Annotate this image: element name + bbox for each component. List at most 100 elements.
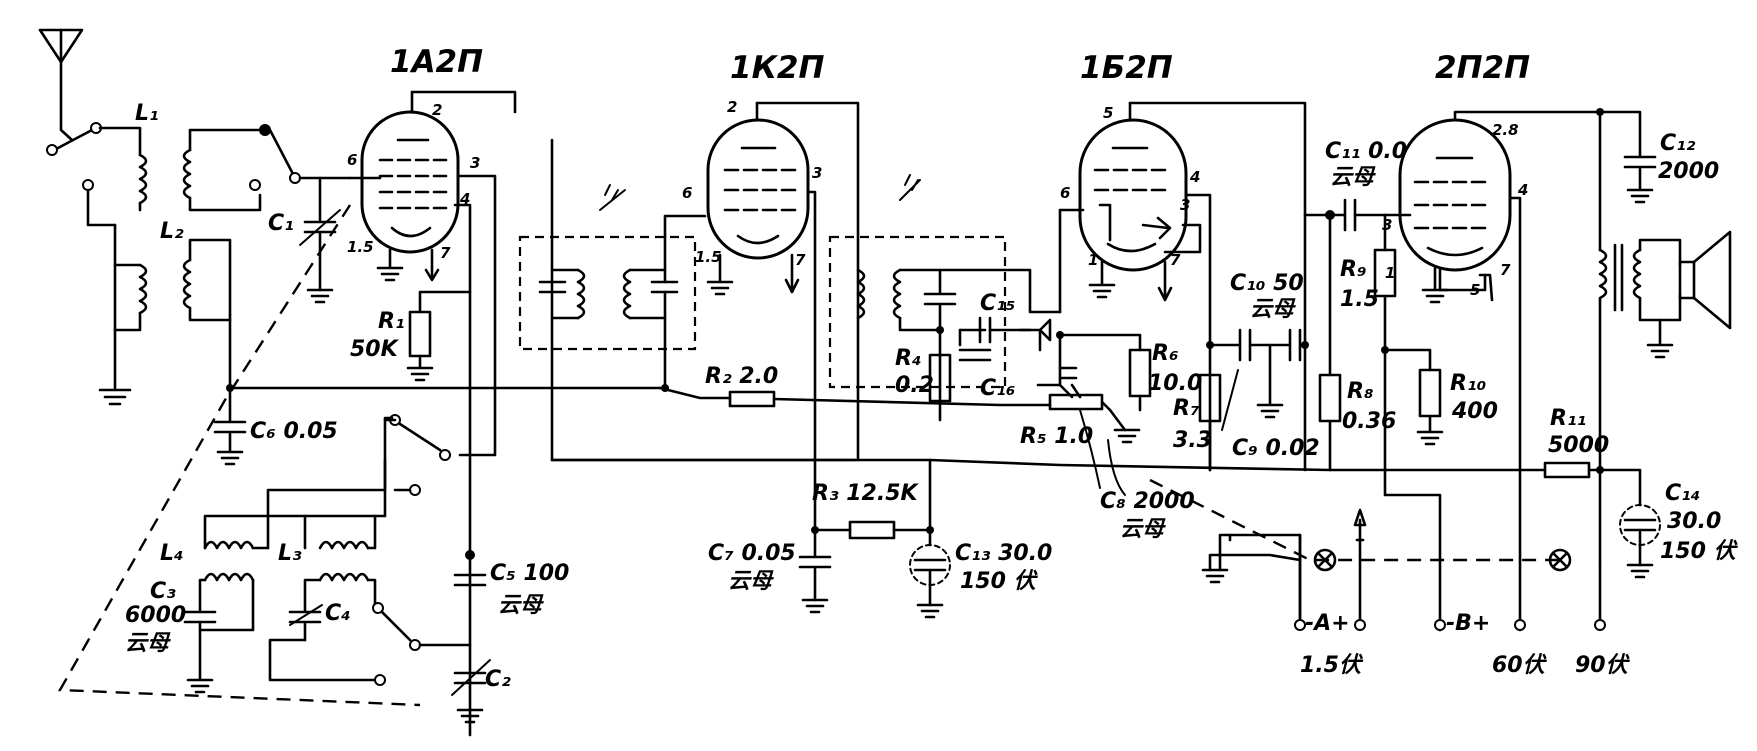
resistor-R6 bbox=[1128, 348, 1152, 398]
if-transformer-2 bbox=[828, 235, 1007, 389]
label-C9: C₉ 0.02 bbox=[1232, 436, 1320, 461]
label-terminal-a: -A+ bbox=[1305, 611, 1350, 636]
label-R2: R₂ 2.0 bbox=[705, 364, 778, 389]
pin-t4-3: 3 bbox=[1382, 216, 1392, 234]
tube-title-1: 1А2П bbox=[390, 44, 483, 80]
label-C13: C₁₃ 30.0 bbox=[955, 541, 1052, 566]
label-R6-value: 10.0 bbox=[1148, 371, 1202, 396]
pin-t1-15: 1.5 bbox=[347, 238, 374, 256]
label-C14-voltage: 150 伏 bbox=[1660, 539, 1739, 564]
label-R7: R₇ bbox=[1173, 396, 1200, 421]
pilot-lamp-1 bbox=[1313, 548, 1337, 572]
label-L4: L₄ bbox=[160, 541, 184, 566]
label-R7-value: 3.3 bbox=[1173, 428, 1212, 453]
label-R8-value: 0.36 bbox=[1342, 409, 1396, 434]
pin-t2-2: 2 bbox=[727, 98, 737, 116]
label-R1: R₁ bbox=[378, 309, 405, 334]
ground-icon bbox=[98, 388, 132, 406]
label-C12-value: 2000 bbox=[1658, 159, 1719, 184]
pin-t3-6: 6 bbox=[1060, 184, 1070, 202]
pin-t2-3: 3 bbox=[812, 164, 822, 182]
pin-t1-7: 7 bbox=[440, 244, 451, 262]
speaker-icon bbox=[1678, 230, 1732, 330]
label-R11-value: 5000 bbox=[1548, 433, 1609, 458]
band-switch-1 bbox=[268, 128, 295, 176]
pin-t2-15: 1.5 bbox=[695, 248, 722, 266]
label-C10-dielectric: 云母 bbox=[1250, 297, 1296, 322]
label-C14-value: 30.0 bbox=[1667, 509, 1721, 534]
label-C3-dielectric: 云母 bbox=[125, 631, 171, 656]
capacitor-C1 bbox=[298, 176, 352, 304]
pin-t1-6: 6 bbox=[347, 151, 357, 169]
label-R10-value: 400 bbox=[1451, 399, 1498, 424]
coil-L1 bbox=[82, 124, 271, 227]
tube-title-4: 2П2П bbox=[1435, 50, 1530, 86]
antenna-icon bbox=[38, 28, 102, 156]
label-C8: C₈ 2000 bbox=[1100, 489, 1195, 514]
label-R11: R₁₁ bbox=[1550, 406, 1586, 431]
pin-t4-7: 7 bbox=[1500, 261, 1511, 279]
label-L3: L₃ bbox=[278, 541, 302, 566]
label-R5: R₅ 1.0 bbox=[1020, 424, 1093, 449]
resistor-R3 bbox=[848, 520, 896, 540]
pin-t4-1: 1 bbox=[1385, 264, 1395, 282]
label-C1: C₁ bbox=[268, 211, 294, 236]
resistor-R10 bbox=[1418, 368, 1442, 418]
tube-1k2p bbox=[706, 118, 810, 260]
label-L2: L₂ bbox=[160, 219, 184, 244]
pin-t4-28: 2.8 bbox=[1492, 121, 1519, 139]
pin-t4-4: 4 bbox=[1517, 181, 1528, 199]
label-C5-dielectric: 云母 bbox=[498, 593, 544, 618]
label-C3-value: 6000 bbox=[125, 603, 186, 628]
resistor-R1 bbox=[408, 310, 432, 358]
pilot-lamp-2 bbox=[1548, 548, 1572, 572]
pin-t1-2: 2 bbox=[432, 101, 442, 119]
pin-t2-6: 6 bbox=[682, 184, 692, 202]
if-transformer-1 bbox=[518, 235, 697, 351]
label-C14: C₁₄ bbox=[1665, 481, 1700, 506]
label-C3: C₃ bbox=[150, 579, 176, 604]
label-R9: R₉ bbox=[1340, 257, 1367, 282]
resistor-R11 bbox=[1543, 461, 1591, 479]
label-C15: C₁₅ bbox=[980, 291, 1015, 316]
pin-t2-7: 7 bbox=[795, 251, 806, 269]
tube-title-3: 1Б2П bbox=[1080, 50, 1173, 86]
label-L1: L₁ bbox=[135, 101, 159, 126]
label-C8-dielectric: 云母 bbox=[1120, 517, 1166, 542]
label-C7: C₇ 0.05 bbox=[708, 541, 796, 566]
label-C2: C₂ bbox=[485, 667, 511, 692]
label-C6: C₆ 0.05 bbox=[250, 419, 338, 444]
pin-t1-4: 4 bbox=[459, 190, 470, 208]
pin-t3-5: 5 bbox=[1103, 104, 1113, 122]
pin-t3-3: 3 bbox=[1180, 196, 1190, 214]
tube-title-2: 1К2П bbox=[730, 50, 824, 86]
terminal-b-minus[interactable] bbox=[1434, 619, 1446, 631]
label-R10: R₁₀ bbox=[1450, 371, 1487, 396]
resistor-R4 bbox=[928, 353, 952, 403]
terminal-b-plus-60[interactable] bbox=[1514, 619, 1526, 631]
label-C16: C₁₆ bbox=[980, 376, 1015, 401]
pin-t3-4: 4 bbox=[1189, 168, 1200, 186]
terminal-b-plus-90[interactable] bbox=[1594, 619, 1606, 631]
label-C11-dielectric: 云母 bbox=[1330, 165, 1376, 190]
pin-t3-1: 1 bbox=[1088, 251, 1098, 269]
label-C13-voltage: 150 伏 bbox=[960, 569, 1039, 594]
coil-L2 bbox=[113, 223, 232, 390]
label-C5: C₅ 100 bbox=[490, 561, 569, 586]
pin-t1-3: 3 bbox=[470, 154, 480, 172]
label-R1-value: 50K bbox=[350, 337, 400, 362]
label-terminal-b: -B+ bbox=[1446, 611, 1490, 636]
label-C4: C₄ bbox=[325, 601, 351, 626]
label-R3: R₃ 12.5K bbox=[812, 481, 920, 506]
label-C7-dielectric: 云母 bbox=[728, 569, 774, 594]
label-C12: C₁₂ bbox=[1660, 131, 1696, 156]
label-terminal-b-90: 90伏 bbox=[1575, 653, 1631, 678]
pin-t3-7: 7 bbox=[1170, 251, 1181, 269]
terminal-a-plus[interactable] bbox=[1354, 619, 1366, 631]
resistor-R8 bbox=[1318, 373, 1342, 423]
terminal-a-minus[interactable] bbox=[1294, 619, 1306, 631]
label-R9-value: 1.5 bbox=[1340, 287, 1379, 312]
tube-1a2p bbox=[360, 110, 460, 254]
resistor-R2 bbox=[728, 390, 776, 408]
